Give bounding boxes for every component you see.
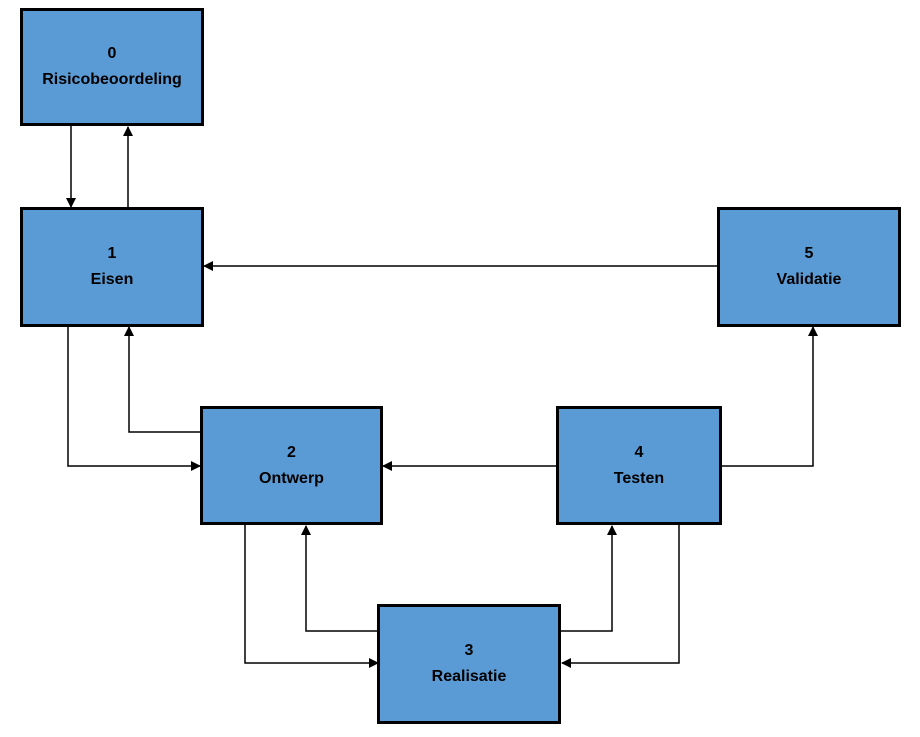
edge-3-to-4 xyxy=(560,525,617,632)
edge-2-to-1 xyxy=(124,326,201,433)
node-validatie: 5 Validatie xyxy=(717,207,901,327)
node-number: 2 xyxy=(287,443,296,461)
node-number: 3 xyxy=(464,642,474,659)
node-number: 0 xyxy=(107,45,117,62)
node-label: Testen xyxy=(613,469,665,487)
node-number: 5 xyxy=(804,245,814,262)
node-label: Ontwerp xyxy=(259,469,324,487)
edge-3-to-2 xyxy=(301,525,379,632)
node-label: Risicobeoordeling xyxy=(42,71,182,88)
node-label: Realisatie xyxy=(431,668,507,685)
node-realisatie: 3 Realisatie xyxy=(377,604,561,724)
node-number: 1 xyxy=(107,245,117,262)
node-risicobeoordeling: 0 Risicobeoordeling xyxy=(20,8,204,126)
node-testen: 4 Testen xyxy=(556,406,722,525)
node-label: Eisen xyxy=(90,271,134,288)
edge-1-to-2 xyxy=(67,325,201,471)
edge-4-to-3 xyxy=(561,523,680,668)
node-ontwerp: 2 Ontwerp xyxy=(200,406,383,525)
node-eisen: 1 Eisen xyxy=(20,207,204,327)
edge-4-to-5 xyxy=(721,326,818,467)
node-number: 4 xyxy=(634,443,644,461)
edge-2-to-3 xyxy=(244,523,379,668)
node-label: Validatie xyxy=(776,271,842,288)
